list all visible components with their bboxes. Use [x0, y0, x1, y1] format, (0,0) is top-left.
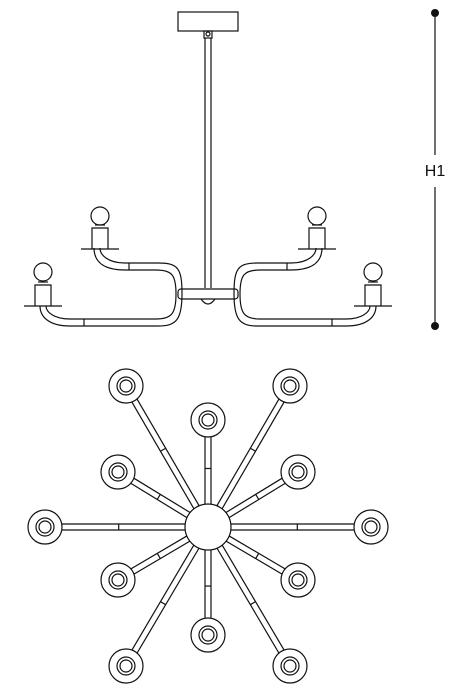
- bulb-inner-ring: [111, 465, 125, 479]
- right-outer-arm-outer-edge: [233, 293, 377, 327]
- plan-arm-1: [131, 398, 202, 512]
- plan-arm-edge: [220, 542, 285, 651]
- bulb-inner-ring: [364, 520, 378, 534]
- plan-cup-2: [190, 402, 226, 438]
- left-inner-arm-outer-edge: [99, 247, 183, 295]
- plan-cup-6: [27, 509, 63, 545]
- plan-arm-joint: [250, 447, 256, 452]
- plan-cup-3: [272, 368, 308, 404]
- plan-arm-edge: [131, 542, 196, 651]
- plan-arm-7: [228, 523, 354, 531]
- plan-arms: [62, 398, 354, 654]
- bulb-inner-ring: [201, 413, 215, 427]
- bulb-inner-ring: [119, 659, 133, 673]
- candle-low-right: [354, 262, 392, 307]
- bulb: [90, 206, 110, 226]
- plan-arm-edge: [220, 401, 285, 512]
- candle-sleeve: [364, 284, 382, 306]
- candle-low-left: [24, 262, 62, 307]
- plan-cup-10: [108, 648, 144, 684]
- plan-arm-edge: [133, 477, 193, 515]
- bulb-inner-ring: [291, 573, 305, 587]
- plan-arm-4: [130, 477, 193, 520]
- plan-arm-6: [62, 523, 188, 531]
- plan-arm-joint: [156, 494, 161, 500]
- central-hub: [177, 288, 239, 300]
- plan-arm-edge: [136, 398, 202, 509]
- plan-arm-edge: [226, 482, 286, 520]
- plan-arm-edge: [223, 539, 283, 575]
- candle-upper-left: [81, 206, 119, 250]
- left-inner-arm-inner-edge: [93, 247, 177, 295]
- canopy-screw: [205, 31, 211, 37]
- plan-cup-12: [272, 648, 308, 684]
- plan-arm-10: [131, 542, 201, 654]
- plan-cup-5: [280, 454, 316, 490]
- left-outer-arm-inner-edge: [45, 293, 177, 320]
- left-outer-arm-outer-edge: [39, 293, 183, 327]
- bulb-inner-ring: [201, 628, 215, 642]
- candle-sleeve: [91, 227, 109, 249]
- plan-cups: [27, 368, 389, 684]
- bulb-inner-ring: [119, 379, 133, 393]
- plan-cup-11: [190, 617, 226, 653]
- plan-arm-edge: [136, 545, 201, 654]
- canopy-connector: [203, 30, 213, 39]
- plan-arm-edge: [130, 534, 190, 570]
- bulb: [363, 262, 383, 282]
- elevation-view: [24, 11, 392, 327]
- plan-central-hub: [184, 503, 232, 551]
- bulb-inner-ring: [111, 573, 125, 587]
- plan-arm-joint: [255, 553, 260, 559]
- plan-cup-9: [280, 562, 316, 598]
- plan-arm-edge: [215, 545, 280, 654]
- ceiling-canopy: [177, 11, 239, 32]
- plan-arm-edge: [223, 477, 283, 515]
- candle-upper-right: [298, 206, 336, 250]
- plan-arm-9: [223, 534, 286, 575]
- plan-arm-joint: [255, 494, 260, 500]
- plan-arm-5: [223, 477, 286, 520]
- plan-arm-edge: [131, 401, 196, 512]
- plan-arm-joint: [160, 447, 166, 452]
- bulb: [33, 262, 53, 282]
- bulb-inner-ring: [38, 520, 52, 534]
- plan-arm-8: [130, 534, 193, 575]
- bulb: [307, 206, 327, 226]
- right-outer-arm-inner-edge: [239, 293, 371, 320]
- plan-arm-11: [204, 547, 212, 618]
- dimension-bottom-dot: [431, 322, 439, 330]
- plan-arm-edge: [226, 534, 286, 570]
- plan-arm-joint: [160, 601, 166, 606]
- bulb-inner-ring: [283, 659, 297, 673]
- plan-arm-joint: [250, 601, 256, 606]
- candle-sleeve: [34, 284, 52, 306]
- right-inner-arm-outer-edge: [233, 247, 317, 295]
- plan-arm-joint: [156, 553, 161, 559]
- bulb-inner-ring: [283, 379, 297, 393]
- plan-arm-edge: [130, 482, 190, 520]
- plan-cup-4: [100, 454, 136, 490]
- plan-arm-3: [214, 398, 285, 512]
- hub-finial: [200, 298, 216, 305]
- plan-arm-edge: [214, 398, 280, 509]
- dimension-label: H1: [425, 163, 446, 180]
- plan-view: [27, 368, 389, 684]
- plan-cup-1: [108, 368, 144, 404]
- plan-cup-8: [100, 562, 136, 598]
- candle-sleeve: [308, 227, 326, 249]
- plan-arm-edge: [133, 539, 193, 575]
- height-dimension: H1: [425, 9, 446, 330]
- right-inner-arm-inner-edge: [239, 247, 323, 295]
- plan-arm-2: [204, 437, 212, 507]
- plan-arm-12: [215, 542, 285, 654]
- bulb-inner-ring: [291, 465, 305, 479]
- plan-cup-7: [353, 509, 389, 545]
